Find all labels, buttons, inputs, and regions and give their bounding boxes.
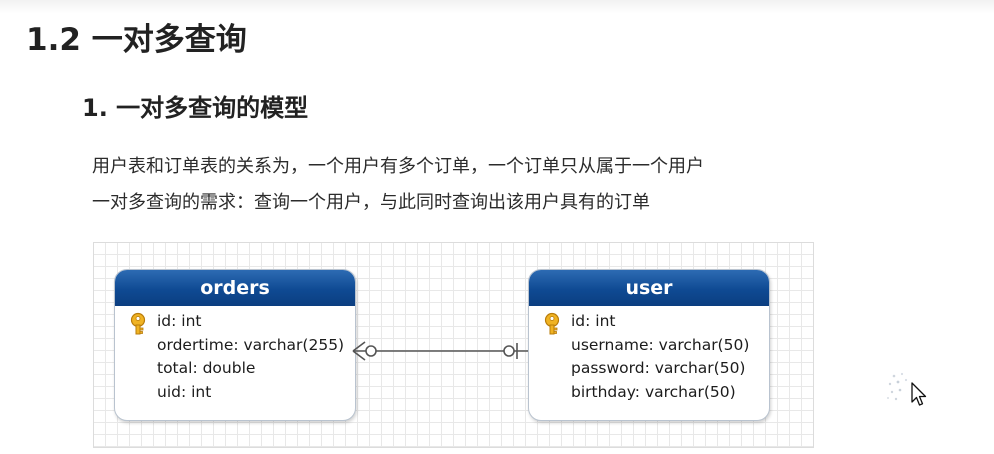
entity-user: user id: int username: varchar(50) passw… [528,269,770,421]
field-user-password: password: varchar(50) [529,357,769,381]
field-user-birthday: birthday: varchar(50) [529,381,769,405]
primary-key-icon [544,312,560,335]
cursor-highlight-dots [887,372,908,401]
exactly-one-marker [503,343,518,359]
field-label: id: int [157,312,202,330]
entity-orders-fields: id: int ordertime: varchar(255) total: d… [115,306,355,404]
entity-orders: orders id: int ordertime: varchar(255) t… [114,269,356,421]
subsection-title: 1. 一对多查询的模型 [82,94,309,122]
field-label: password: varchar(50) [571,359,746,377]
entity-user-title: user [529,270,769,306]
field-label: username: varchar(50) [571,335,750,354]
mouse-cursor-icon [911,382,927,406]
field-orders-total: total: double [115,357,355,381]
field-label: total: double [157,359,256,377]
entity-user-fields: id: int username: varchar(50) password: … [529,306,769,404]
primary-key-icon [130,312,146,335]
paragraph-requirement: 一对多查询的需求：查询一个用户，与此同时查询出该用户具有的订单 [92,192,650,213]
section-title: 1.2 一对多查询 [26,22,247,58]
paragraph-relationship: 用户表和订单表的关系为，一个用户有多个订单，一个订单只从属于一个用户 [92,156,704,177]
crows-foot-many-marker [352,341,377,361]
field-user-username: username: varchar(50) [529,334,769,358]
relationship-connector [352,341,531,361]
field-orders-id: id: int [115,310,355,335]
entity-orders-title: orders [115,270,355,306]
er-diagram: orders id: int ordertime: varchar(255) t… [93,242,814,448]
field-user-id: id: int [529,310,769,335]
top-gradient-bar [0,0,994,14]
field-label: ordertime: varchar(255) [157,335,345,354]
field-orders-ordertime: ordertime: varchar(255) [115,334,355,358]
field-label: uid: int [157,382,212,401]
field-orders-uid: uid: int [115,381,355,405]
field-label: birthday: varchar(50) [571,382,736,401]
field-label: id: int [571,312,616,330]
